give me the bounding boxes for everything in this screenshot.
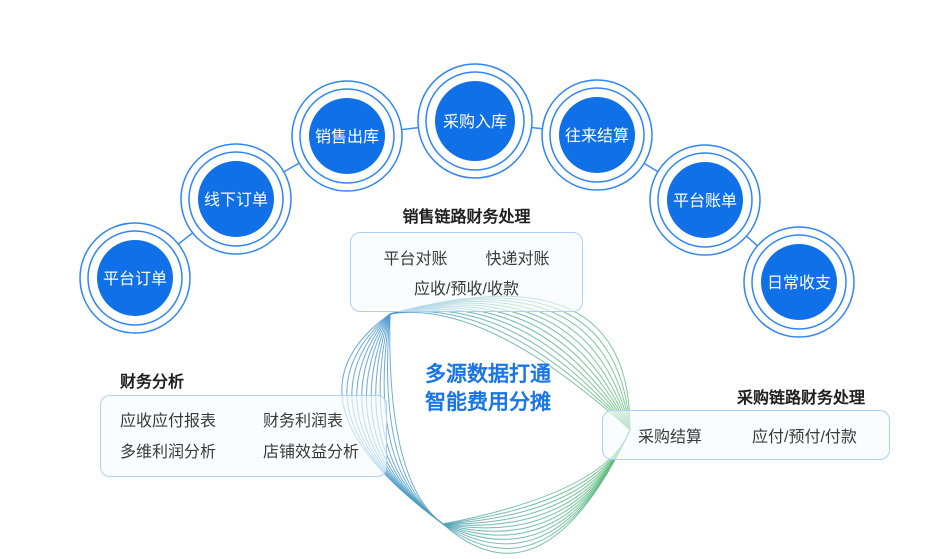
node-arc: 平台订单 线下订单 销售出库 采购入库 [79,63,855,338]
node-platform-bills: 平台账单 [649,144,761,256]
node-transaction-settlement: 往来结算 [541,79,653,191]
node-core-circle [97,240,173,316]
purchase-chain-panel: 采购结算 应付/预付/付款 [602,410,890,460]
headline-line2: 智能费用分摊 [425,391,551,414]
node-daily-income-expense: 日常收支 [743,226,855,338]
panel-item: 应收应付报表 [120,413,217,430]
headline-line1: 多源数据打通 [425,363,551,386]
node-label: 往来结算 [565,126,629,145]
node-label: 日常收支 [767,274,831,292]
panel-item: 平台对账 [383,251,448,268]
swirl-line [379,308,631,525]
finance-panel-title: 财务分析 [120,374,185,391]
panel-item: 应付/预付/付款 [752,429,857,446]
sales-panel-row: 应收/预收/收款 [351,276,582,303]
node-platform-orders: 平台订单 [79,222,191,334]
node-label: 采购入库 [443,113,507,131]
panel-item: 多维利润分析 [120,444,217,461]
center-headline: 多源数据打通 智能费用分摊 [400,361,576,417]
node-core-circle [667,162,743,238]
swirl-line [351,299,631,545]
node-label: 销售出库 [315,128,379,146]
node-core-circle [309,98,385,174]
finance-analysis-panel: 应收应付报表 财务利润表 多维利润分析 店铺效益分析 [100,395,387,477]
panel-item: 财务利润表 [263,413,344,430]
swirl-line [383,309,631,525]
panel-item: 店铺效益分析 [263,444,360,461]
sales-chain-panel: 平台对账 快递对账 应收/预收/收款 [350,232,583,312]
panel-item: 快递对账 [485,251,550,268]
node-core-circle [559,97,635,173]
node-offline-orders: 线下订单 [180,143,292,255]
panel-item: 应收/预收/收款 [414,281,519,298]
swirl-line [387,310,631,525]
sales-panel-title: 销售链路财务处理 [402,209,531,226]
node-label: 平台账单 [673,192,737,210]
sales-panel-row: 平台对账 快递对账 [351,246,582,273]
node-purchase-inbound: 采购入库 [417,63,533,179]
swirl-line [389,311,631,525]
purchase-panel-title: 采购链路财务处理 [737,390,866,407]
node-label: 平台订单 [103,270,167,288]
node-sales-outbound: 销售出库 [291,80,403,192]
panel-item: 采购结算 [638,429,703,446]
node-label: 线下订单 [204,191,268,209]
node-core-circle [761,244,837,320]
node-core-circle [435,81,515,161]
finance-panel-grid: 应收应付报表 财务利润表 多维利润分析 店铺效益分析 [120,408,386,466]
node-core-circle [198,161,274,237]
